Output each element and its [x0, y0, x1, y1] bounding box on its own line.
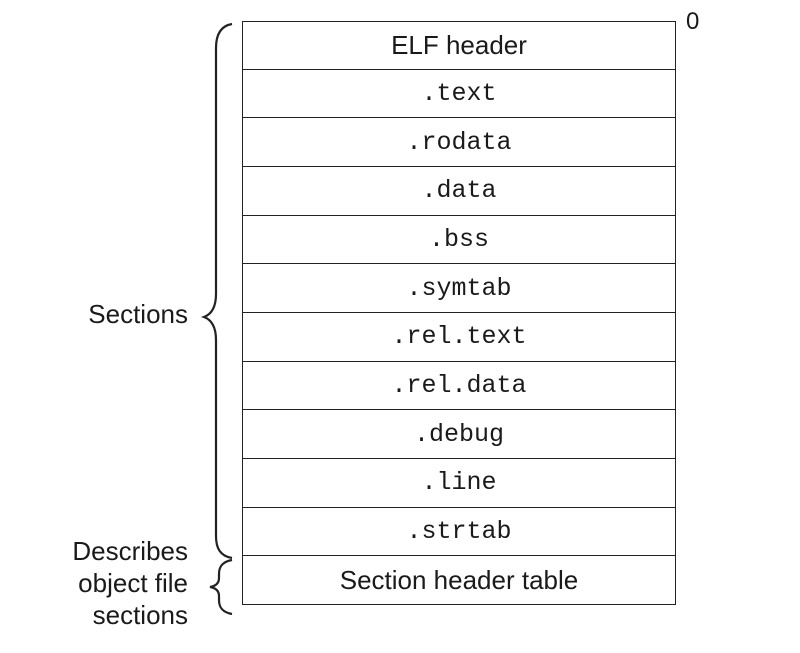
describes-label: Describes object file sections: [72, 535, 188, 631]
describes-line-2: object file: [78, 568, 188, 598]
block-section-header-table: Section header table: [242, 556, 676, 606]
describes-line-3: sections: [92, 600, 188, 630]
describes-brace: [209, 558, 233, 616]
describes-line-1: Describes: [72, 536, 188, 566]
block-rodata: .rodata: [242, 118, 676, 167]
block-symtab: .symtab: [242, 264, 676, 313]
block-rel-data: .rel.data: [242, 361, 676, 411]
sections-label: Sections: [88, 299, 188, 329]
block-elf-header: ELF header: [242, 21, 676, 70]
block-bss: .bss: [242, 215, 676, 265]
block-text: .text: [242, 69, 676, 119]
block-data: .data: [242, 167, 676, 216]
sections-brace: [200, 22, 233, 560]
block-rel-text: .rel.text: [242, 313, 676, 362]
block-debug: .debug: [242, 410, 676, 460]
block-strtab: .strtab: [242, 507, 676, 557]
offset-zero-label: 0: [686, 8, 700, 35]
block-line: .line: [242, 459, 676, 508]
